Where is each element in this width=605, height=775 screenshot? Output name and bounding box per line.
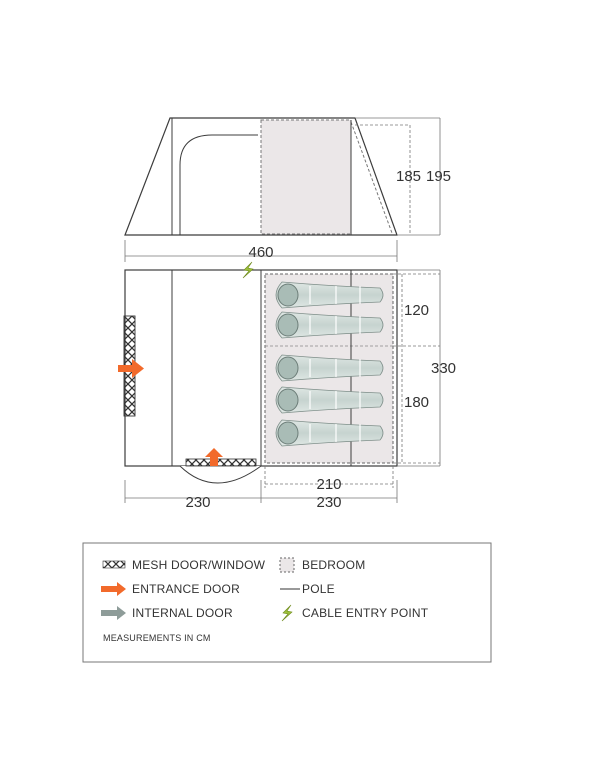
legend-mesh-label: MESH DOOR/WINDOW bbox=[132, 558, 266, 572]
bedroom-side-area bbox=[260, 119, 352, 235]
total-depth-label: 330 bbox=[431, 360, 456, 377]
bedroom-width-label: 210 bbox=[316, 476, 341, 493]
legend-measurement-note: MEASUREMENTS IN CM bbox=[103, 633, 211, 643]
bedroom-rear-label: 180 bbox=[404, 394, 429, 411]
bedroom-front-label: 120 bbox=[404, 302, 429, 319]
sleeping-bag bbox=[275, 419, 384, 447]
legend-bedroom-label: BEDROOM bbox=[302, 558, 365, 572]
legend-pole-label: POLE bbox=[302, 582, 335, 596]
height-outer-label: 195 bbox=[426, 168, 451, 185]
legend-cable-label: CABLE ENTRY POINT bbox=[302, 606, 429, 620]
internal-legend-icon bbox=[101, 606, 126, 620]
mesh-legend-icon bbox=[102, 560, 126, 569]
sleeping-bag bbox=[275, 281, 384, 309]
bottom-mesh bbox=[185, 458, 257, 467]
inner-width-label: 230 bbox=[316, 494, 341, 511]
cable-legend-icon bbox=[281, 604, 293, 622]
entrance-door-arrow bbox=[118, 359, 144, 378]
cable-entry-icon bbox=[242, 261, 254, 279]
legend-entrance-label: ENTRANCE DOOR bbox=[132, 582, 240, 596]
total-width-label: 460 bbox=[248, 244, 273, 261]
bedroom-legend-icon bbox=[279, 557, 295, 573]
sleeping-bag bbox=[275, 386, 384, 414]
entrance-arc bbox=[179, 465, 262, 484]
living-width-label: 230 bbox=[185, 494, 210, 511]
internal-entrance-arrow bbox=[205, 448, 223, 466]
sleeping-bag bbox=[275, 354, 384, 382]
height-inner-label: 185 bbox=[396, 168, 421, 185]
sleeping-bags bbox=[275, 281, 384, 447]
entrance-legend-icon bbox=[101, 582, 126, 596]
side-elevation: 185 195 460 bbox=[124, 117, 451, 262]
sleeping-bag bbox=[275, 311, 384, 339]
legend-internal-label: INTERNAL DOOR bbox=[132, 606, 233, 620]
entrance-arch bbox=[179, 134, 258, 235]
floor-plan: 120 180 330 210 230 230 bbox=[118, 261, 456, 511]
legend: MESH DOOR/WINDOW ENTRANCE DOOR INTERNAL … bbox=[82, 542, 492, 663]
